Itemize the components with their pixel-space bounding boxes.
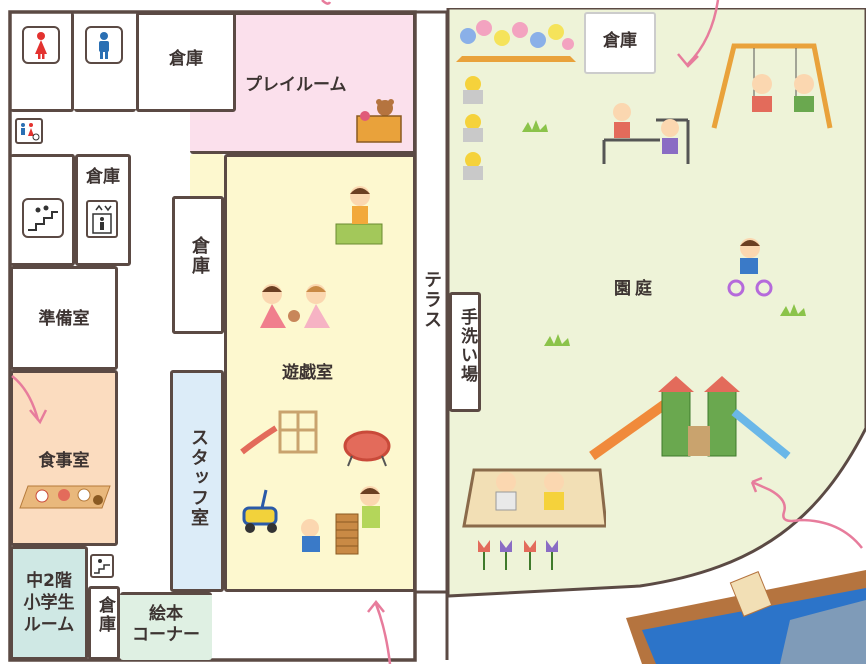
flower-bed-icon — [456, 20, 576, 62]
photo-frame — [626, 570, 866, 664]
slide-playground-icon — [589, 376, 791, 461]
picture-book-corner — [120, 592, 212, 660]
staff-room — [170, 370, 224, 592]
grass-tuft-icon-2 — [780, 304, 806, 316]
stairs-icon — [22, 198, 64, 238]
children-blocks-icon — [301, 486, 380, 555]
game-room-label: 遊戯室 — [282, 363, 333, 383]
game-room-extension — [190, 154, 224, 198]
tulips-icon — [478, 540, 558, 570]
handwash — [449, 292, 481, 412]
storage-mid — [75, 154, 131, 266]
stairs-area — [10, 154, 75, 266]
storage-center-text: 倉庫 — [189, 236, 210, 276]
ride-on-car-icon — [242, 489, 278, 533]
floor2-room-label: 中2階 小学生 ルーム — [23, 571, 75, 636]
flower-pots-icon — [463, 76, 483, 180]
prep-room-label: 準備室 — [38, 309, 90, 329]
garden-label: 園庭 — [614, 279, 656, 299]
children-dolls-icon — [260, 284, 330, 328]
prep-room — [10, 266, 118, 370]
storage-garden — [584, 12, 656, 74]
dining-room-label: 食事室 — [38, 451, 90, 471]
playroom-label: プレイルーム — [245, 75, 347, 95]
stairs-small-icon — [90, 554, 114, 578]
bar-children-icon — [602, 103, 690, 164]
swing-icon — [711, 43, 833, 129]
dining-room — [10, 370, 118, 546]
terrace-label: テラス — [421, 270, 442, 330]
sandbox-icon — [462, 468, 606, 528]
food-tray-icon — [19, 485, 111, 509]
storage-top-left-text: 倉庫 — [169, 49, 203, 69]
elevator-icon — [86, 200, 118, 238]
handwash-label: 手洗い場 — [457, 308, 477, 384]
toy-box-icon — [356, 99, 402, 143]
storage-bottom — [88, 586, 120, 660]
storage-center-box — [172, 196, 224, 334]
female-toilet-icon — [22, 26, 60, 64]
floor2-room — [10, 546, 88, 660]
male-toilet-icon — [85, 26, 123, 64]
child-playing-icon — [335, 186, 383, 245]
toilet-room-m — [74, 12, 136, 112]
grass-tuft-icon-3 — [544, 334, 570, 346]
toilet-room-f — [10, 12, 74, 112]
grass-tuft-icon — [522, 120, 548, 132]
picture-book-label: 絵本 コーナー — [132, 604, 200, 646]
storage-garden-label: 倉庫 — [603, 31, 637, 51]
storage-bottom-label: 倉庫 — [95, 596, 115, 634]
staff-room-label: スタッフ室 — [188, 428, 209, 528]
trampoline-icon — [343, 430, 391, 467]
tricycle-child-icon — [727, 238, 773, 297]
multipurpose-toilet-icon — [15, 118, 43, 144]
storage-top-left-box — [136, 12, 236, 112]
slide-climber-icon — [240, 410, 318, 455]
storage-mid-label: 倉庫 — [86, 167, 120, 187]
garden-area — [446, 8, 866, 598]
